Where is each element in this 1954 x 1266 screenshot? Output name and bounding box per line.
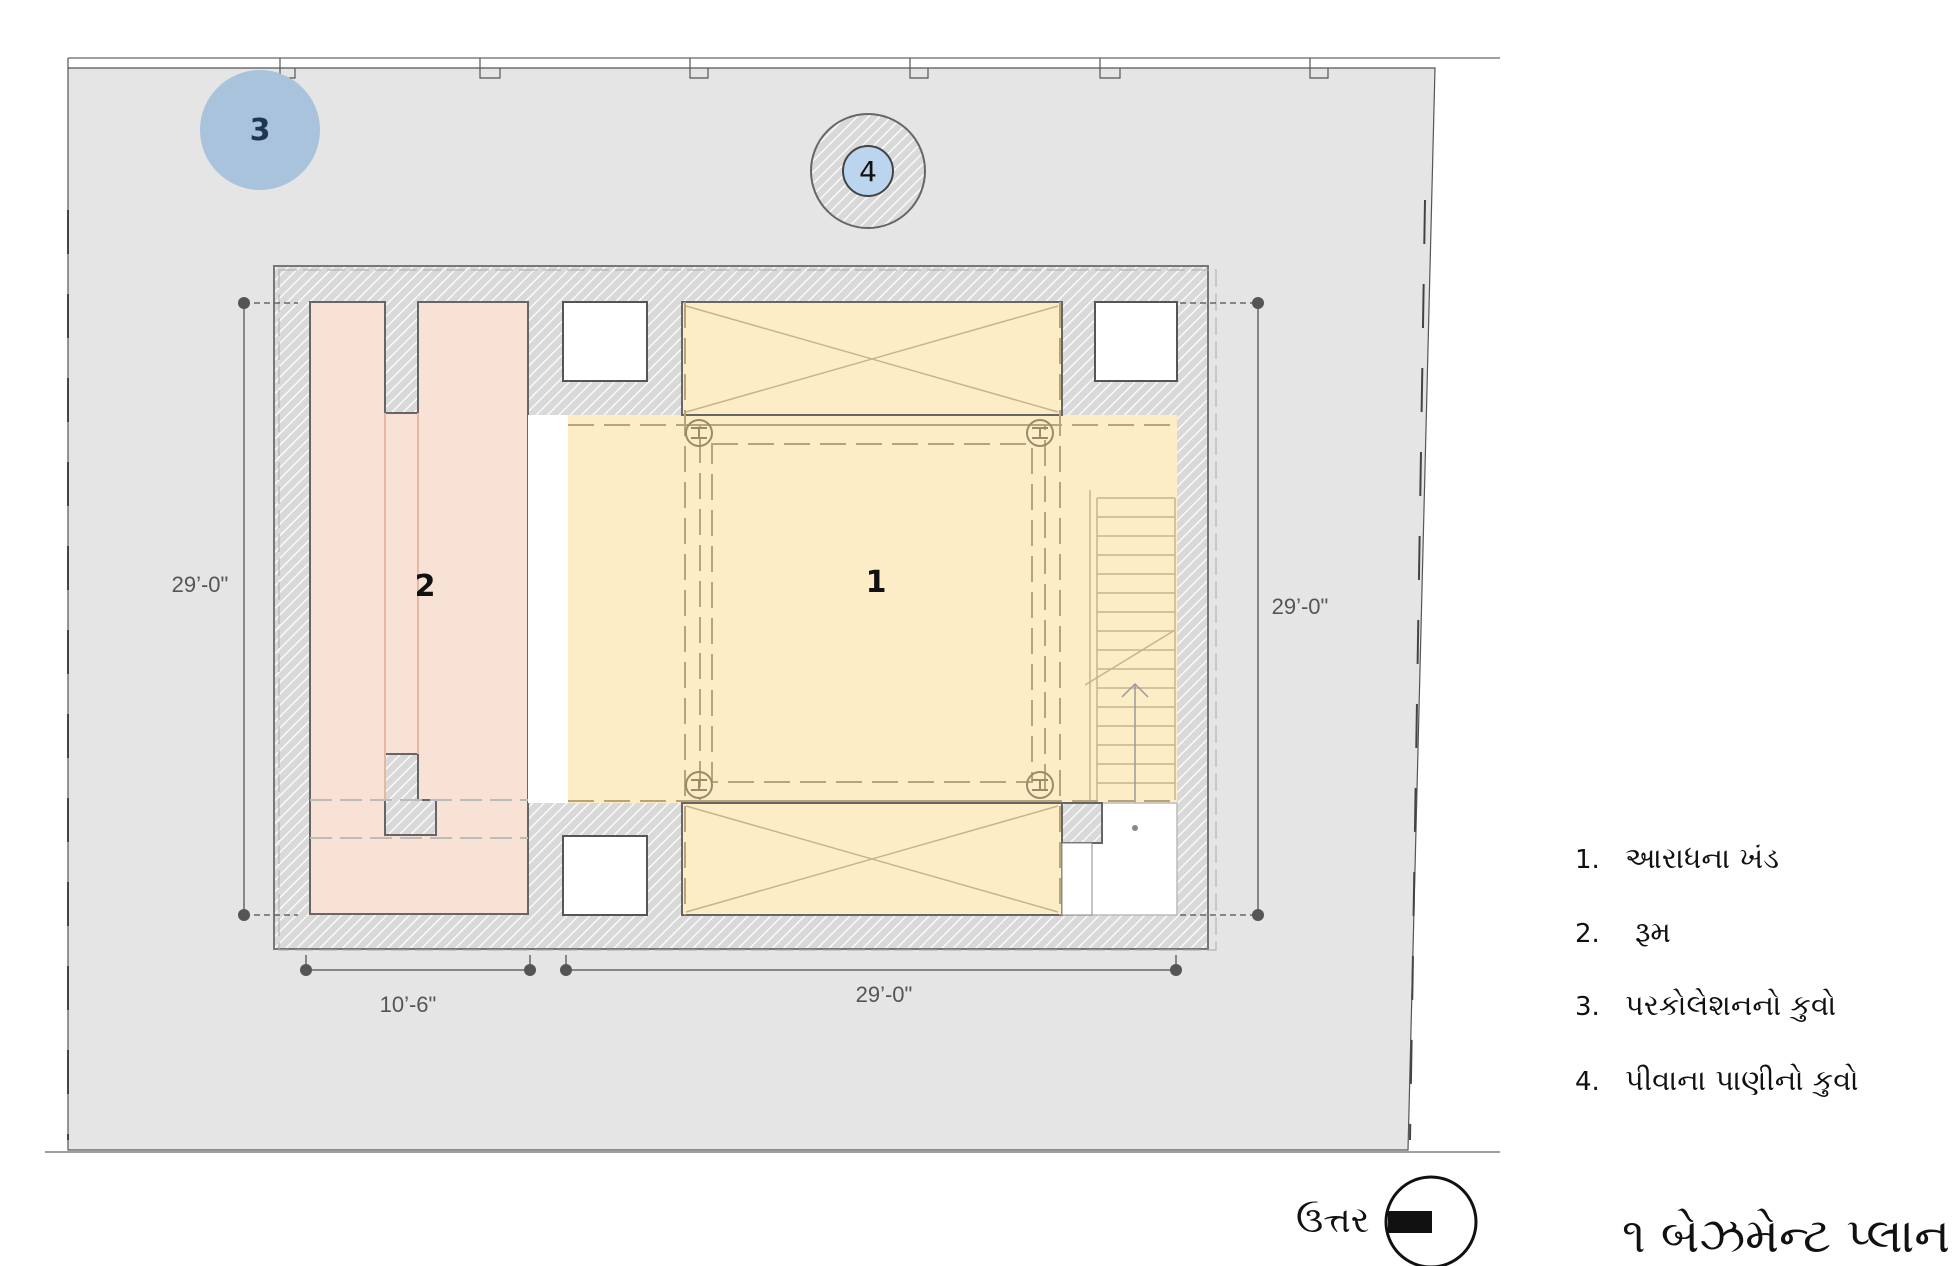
dimension-bottom-right-width: 29’-0" [856, 982, 913, 1007]
legend-item-2-text: રૂમ [1635, 915, 1671, 949]
drinking-water-well: 4 [810, 113, 926, 229]
legend: 1. આરાધના ખંડ 2. રૂમ 3. પરકોલેશનનો કુવો … [1575, 841, 1859, 1097]
dimension-right-height: 29’-0" [1272, 594, 1329, 619]
legend-item-4-text: પીવાના પાણીનો કુવો [1625, 1063, 1859, 1097]
legend-item-2-num: 2. [1575, 919, 1600, 949]
dimension-left-height: 29’-0" [172, 572, 229, 597]
north-label: ઉત્તર [1296, 1200, 1369, 1241]
room-label-1: 1 [866, 565, 887, 600]
dimension-bottom-left-width: 10’-6" [380, 992, 437, 1017]
room-label-4: 4 [859, 155, 877, 188]
percolation-well: 3 [200, 70, 320, 190]
legend-item-1-text: આરાધના ખંડ [1625, 841, 1779, 875]
room-label-2: 2 [415, 569, 436, 604]
room-2: 2 [309, 301, 529, 915]
room-1-prayer-hall: 1 [568, 301, 1177, 916]
service-room [1061, 802, 1178, 916]
corridor [528, 415, 568, 803]
staircase [1084, 490, 1176, 830]
plan-title: ૧ બેઝમેન્ટ પ્લાન [1622, 1208, 1950, 1264]
legend-item-3-num: 3. [1575, 992, 1600, 1022]
legend-item-1-num: 1. [1575, 845, 1600, 875]
dimension-lines [238, 297, 1264, 976]
north-indicator: ઉત્તર [1296, 1175, 1478, 1266]
legend-item-4-num: 4. [1575, 1067, 1600, 1097]
shafts [562, 301, 1178, 916]
legend-item-3-text: પરકોલેશનનો કુવો [1625, 988, 1836, 1022]
room-label-3: 3 [250, 113, 271, 148]
